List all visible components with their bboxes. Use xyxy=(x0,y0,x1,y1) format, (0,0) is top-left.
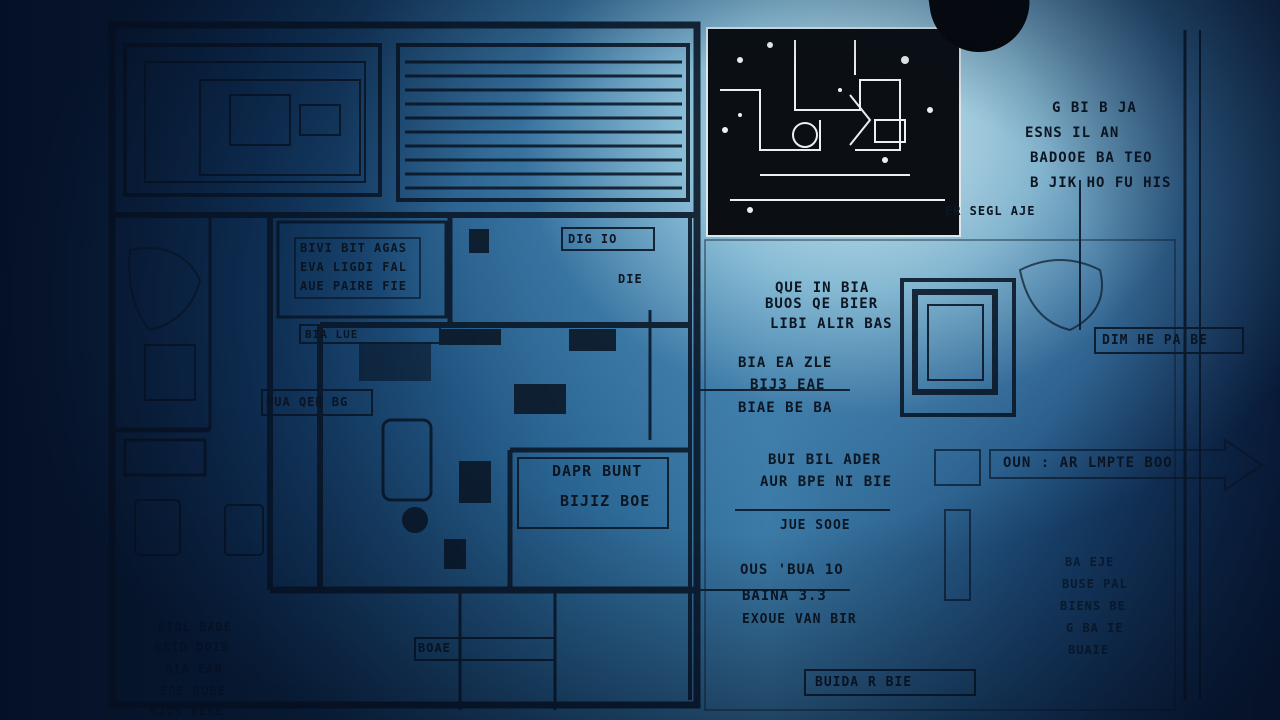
arrow-label: OUN : AR LMPTE BOO xyxy=(1003,455,1173,471)
annotation-text: OUS 'BUA 1O xyxy=(740,562,844,578)
note-text: BIOL BADE xyxy=(158,620,233,634)
annotation-text: JUE SOOE xyxy=(780,518,851,533)
note-text: BUSE PAL xyxy=(1062,577,1128,591)
room-tag: BUA QER BG xyxy=(266,395,349,409)
room-tag: BUIDA R BIE xyxy=(815,675,913,690)
annotation-text: EXOUE VAN BIR xyxy=(742,612,857,627)
dark-inset-plan xyxy=(706,27,961,237)
note-text: G BI B JA xyxy=(1052,100,1137,116)
room-tag: DIE xyxy=(618,272,643,286)
room-note: BIVI BIT AGAS xyxy=(300,241,407,255)
note-text: BA EJE xyxy=(1065,555,1115,569)
note-text: BIENS BE xyxy=(1060,599,1126,613)
annotation-text: LIBI ALIR BAS xyxy=(770,316,893,332)
room-title: DAPR BUNT xyxy=(552,462,643,480)
note-text: G BA IE xyxy=(1066,621,1124,635)
note-text: BUAIE xyxy=(1068,643,1110,657)
note-text: BIUS BEBE xyxy=(150,704,225,718)
note-text: BADOOE BA TEO xyxy=(1030,150,1153,166)
annotation-text: QUE IN BIA xyxy=(775,280,870,296)
room-tag: DIM HE PA BE xyxy=(1102,333,1208,348)
room-title: BIJIZ BOE xyxy=(560,492,651,510)
annotation-text: BIA EA ZLE xyxy=(738,355,833,371)
room-tag: DIG IO xyxy=(568,232,618,246)
room-tag: BOAE xyxy=(418,641,451,655)
annotation-text: BUI BIL ADER xyxy=(768,452,882,468)
note-text: BEID DOIB xyxy=(155,640,230,654)
note-text: BIA EAR xyxy=(165,662,223,676)
room-note: EVA LIGDI FAL xyxy=(300,260,407,274)
room-tag: BIA LUE xyxy=(305,328,359,341)
note-text: EOE BUBE xyxy=(160,684,226,698)
annotation-text: BIJ3 EAE xyxy=(750,377,826,393)
annotation-text: BIAE BE BA xyxy=(738,400,833,416)
note-text: ER SEGL AJE xyxy=(945,204,1036,218)
note-text: ESNS IL AN xyxy=(1025,125,1120,141)
annotation-text: BUOS QE BIER xyxy=(765,296,879,312)
annotation-text: AUR BPE NI BIE xyxy=(760,474,893,490)
annotation-text: BAINA 3.3 xyxy=(742,588,827,604)
room-note: AUE PAIRE FIE xyxy=(300,279,407,293)
note-text: B JIK HO FU HIS xyxy=(1030,175,1172,191)
